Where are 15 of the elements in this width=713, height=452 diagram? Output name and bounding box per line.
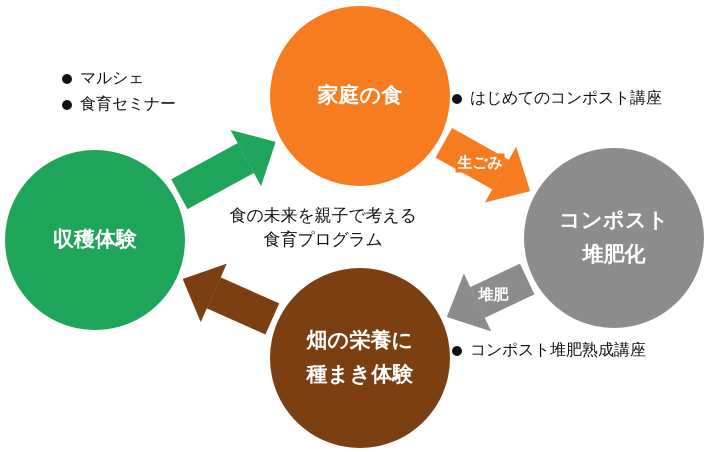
block-arrow [436,128,530,202]
block-arrow [171,130,276,210]
bullet-item: はじめてのコンポスト講座 [450,88,662,109]
block-arrow [182,264,280,334]
node-label: コンポスト堆肥化 [558,207,670,268]
bullet-item: 食育セミナー [60,94,176,115]
bullet-item: マルシェ [60,68,144,89]
node-label: 家庭の食 [316,82,404,110]
edge-label: 生ごみ [456,154,505,173]
bullet-item: コンポスト堆肥熟成講座 [450,340,646,361]
center-caption: 食の未来を親子で考える食育プログラム [228,205,418,252]
node-label: 畑の栄養に種まき体験 [305,327,414,388]
edge-label: 堆肥 [476,285,510,304]
block-arrow [446,264,534,332]
node-label: 収穫体験 [52,226,138,254]
